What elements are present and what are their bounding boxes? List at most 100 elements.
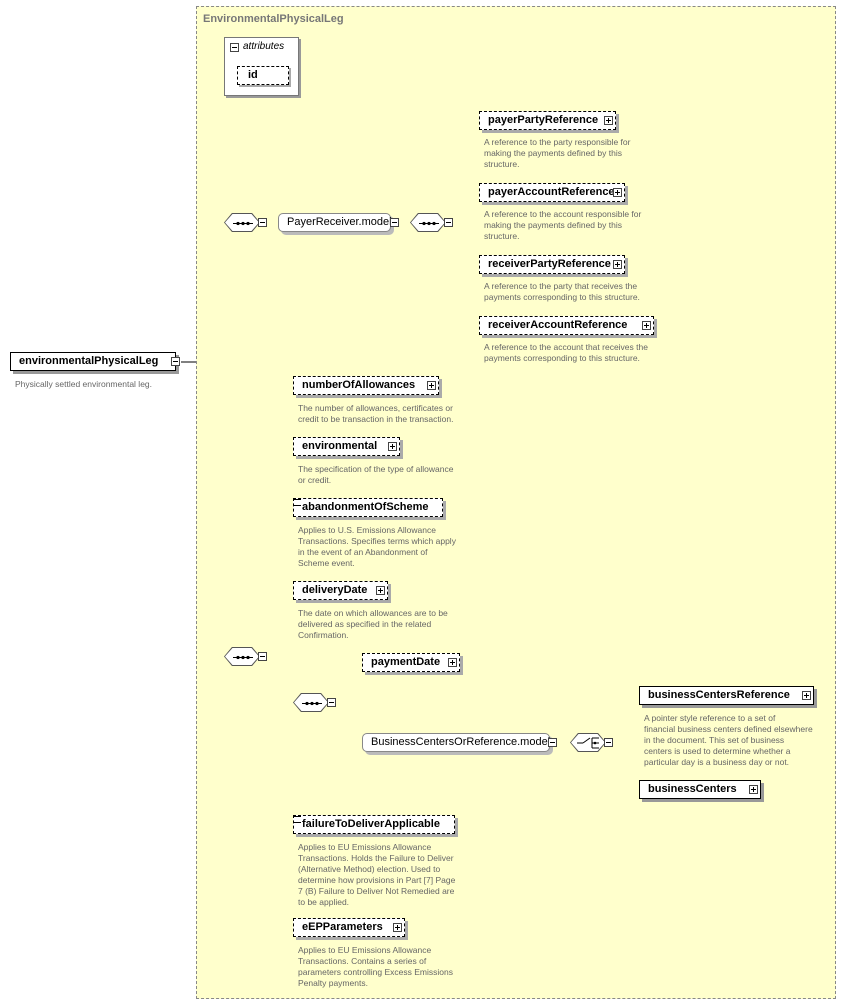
payer-receiver-element-label: payerPartyReference xyxy=(488,114,599,126)
business-centers-model[interactable]: BusinessCentersOrReference.model xyxy=(362,733,550,752)
expand-icon[interactable] xyxy=(802,691,811,700)
expand-icon[interactable] xyxy=(427,381,436,390)
element-doc-line: Scheme event. xyxy=(298,558,355,568)
collapse-icon[interactable] xyxy=(258,652,267,661)
element-doc-line: 7 (B) Failure to Deliver Not Remedied ar… xyxy=(298,886,455,896)
collapse-icon[interactable] xyxy=(171,357,180,366)
payer-receiver-element[interactable]: receiverPartyReference xyxy=(479,255,625,274)
sequence-compositor-payer[interactable] xyxy=(410,213,446,232)
element-doc-line: A reference to the account that receives… xyxy=(484,342,648,352)
element-doc-line: or credit. xyxy=(298,475,332,485)
business-centers-reference-element-label: businessCentersReference xyxy=(648,689,790,701)
simple-type-icon xyxy=(294,816,301,823)
main-element-label: failureToDeliverApplicable xyxy=(302,818,440,830)
element-doc: A reference to the party that receives t… xyxy=(484,281,640,303)
business-centers-model-label: BusinessCentersOrReference.model xyxy=(371,736,551,748)
payer-receiver-element[interactable]: receiverAccountReference xyxy=(479,316,654,335)
element-doc-line: Applies to EU Emissions Allowance xyxy=(298,945,432,955)
payer-receiver-element[interactable]: payerPartyReference xyxy=(479,111,616,130)
element-doc-line: in the event of an Abandonment of xyxy=(298,547,428,557)
element-doc-line: payments corresponding to this structure… xyxy=(484,353,640,363)
element-doc: A reference to the account that receives… xyxy=(484,342,648,364)
element-doc-line: A pointer style reference to a set of xyxy=(644,713,776,723)
element-doc-line: in the document. This set of business xyxy=(644,735,785,745)
sequence-compositor-top[interactable] xyxy=(224,213,260,232)
collapse-icon[interactable] xyxy=(444,218,453,227)
attribute-id[interactable]: id xyxy=(237,66,289,85)
expand-icon[interactable] xyxy=(448,658,457,667)
element-doc-line: making the payments defined by this xyxy=(484,220,622,230)
expand-icon[interactable] xyxy=(749,785,758,794)
element-doc-line: A reference to the party that receives t… xyxy=(484,281,638,291)
element-doc-line: The specification of the type of allowan… xyxy=(298,464,454,474)
business-centers-reference-element[interactable]: businessCentersReference xyxy=(639,686,814,705)
type-title: EnvironmentalPhysicalLeg xyxy=(203,13,344,25)
payer-receiver-model-label: PayerReceiver.model xyxy=(287,216,392,228)
element-doc-line: The number of allowances, certificates o… xyxy=(298,403,453,413)
main-element[interactable]: failureToDeliverApplicable xyxy=(293,815,455,834)
choice-compositor[interactable] xyxy=(570,733,606,752)
element-doc-line: centers is used to determine whether a xyxy=(644,746,791,756)
main-element[interactable]: environmental xyxy=(293,437,400,456)
root-doc: Physically settled environmental leg. xyxy=(15,379,153,389)
element-doc-line: Transactions. Holds the Failure to Deliv… xyxy=(298,853,454,863)
collapse-icon[interactable] xyxy=(390,218,399,227)
main-element[interactable]: deliveryDate xyxy=(293,581,388,600)
element-doc-line: delivered as specified in the related xyxy=(298,619,432,629)
element-doc: The specification of the type of allowan… xyxy=(298,464,453,486)
collapse-icon[interactable] xyxy=(604,738,613,747)
main-element[interactable]: eEPParameters xyxy=(293,918,405,937)
element-doc-line: Confirmation. xyxy=(298,630,349,640)
element-doc-line: credit to be transaction in the transact… xyxy=(298,414,454,424)
element-doc-line: The date on which allowances are to be xyxy=(298,608,448,618)
element-doc-line: Applies to EU Emissions Allowance xyxy=(298,842,432,852)
element-doc-line: particular day is a business day or not. xyxy=(644,757,790,767)
main-element-label: deliveryDate xyxy=(302,584,368,596)
root-element-label: environmentalPhysicalLeg xyxy=(19,355,159,367)
element-doc: A reference to the party responsible for… xyxy=(484,137,630,170)
element-doc-line: Transactions. Contains a series of xyxy=(298,956,427,966)
collapse-icon[interactable] xyxy=(230,43,239,52)
element-doc-line: payments corresponding to this structure… xyxy=(484,292,640,302)
root-element[interactable]: environmentalPhysicalLeg xyxy=(10,352,176,371)
business-centers-element-label: businessCenters xyxy=(648,783,737,795)
payer-receiver-element[interactable]: payerAccountReference xyxy=(479,183,625,202)
business-centers-element[interactable]: businessCenters xyxy=(639,780,761,799)
element-doc-line: structure. xyxy=(484,159,520,169)
element-doc-line: (Alternative Method) election. Used to xyxy=(298,864,441,874)
expand-icon[interactable] xyxy=(604,116,613,125)
attributes-box: attributes id xyxy=(224,37,299,96)
expand-icon[interactable] xyxy=(393,923,402,932)
collapse-icon[interactable] xyxy=(548,738,557,747)
payer-receiver-element-label: payerAccountReference xyxy=(488,186,615,198)
main-element-label: numberOfAllowances xyxy=(302,379,416,391)
element-doc-line: financial business centers defined elsew… xyxy=(644,724,813,734)
main-element[interactable]: abandonmentOfScheme xyxy=(293,498,443,517)
element-doc-line: Applies to U.S. Emissions Allowance xyxy=(298,525,436,535)
element-doc-line: Penalty payments. xyxy=(298,978,368,988)
element-doc-line: determine how provisions in Part [7] Pag… xyxy=(298,875,456,885)
payment-date-element[interactable]: paymentDate xyxy=(362,653,460,672)
main-element[interactable]: numberOfAllowances xyxy=(293,376,439,395)
collapse-icon[interactable] xyxy=(258,218,267,227)
sequence-compositor-main[interactable] xyxy=(224,647,260,666)
element-doc-line: parameters controlling Excess Emissions xyxy=(298,967,453,977)
element-doc-line: structure. xyxy=(484,231,520,241)
expand-icon[interactable] xyxy=(613,188,622,197)
expand-icon[interactable] xyxy=(388,442,397,451)
expand-icon[interactable] xyxy=(642,321,651,330)
payer-receiver-model[interactable]: PayerReceiver.model xyxy=(278,213,392,232)
main-element-label: eEPParameters xyxy=(302,921,383,933)
collapse-icon[interactable] xyxy=(327,698,336,707)
element-doc-line: Transactions. Specifies terms which appl… xyxy=(298,536,456,546)
payment-date-element-label: paymentDate xyxy=(371,656,441,668)
element-doc-line: A reference to the party responsible for xyxy=(484,137,631,147)
expand-icon[interactable] xyxy=(613,260,622,269)
expand-icon[interactable] xyxy=(376,586,385,595)
main-element-label: environmental xyxy=(302,440,378,452)
element-doc: A reference to the account responsible f… xyxy=(484,209,641,242)
sequence-compositor-payment[interactable] xyxy=(293,693,329,712)
